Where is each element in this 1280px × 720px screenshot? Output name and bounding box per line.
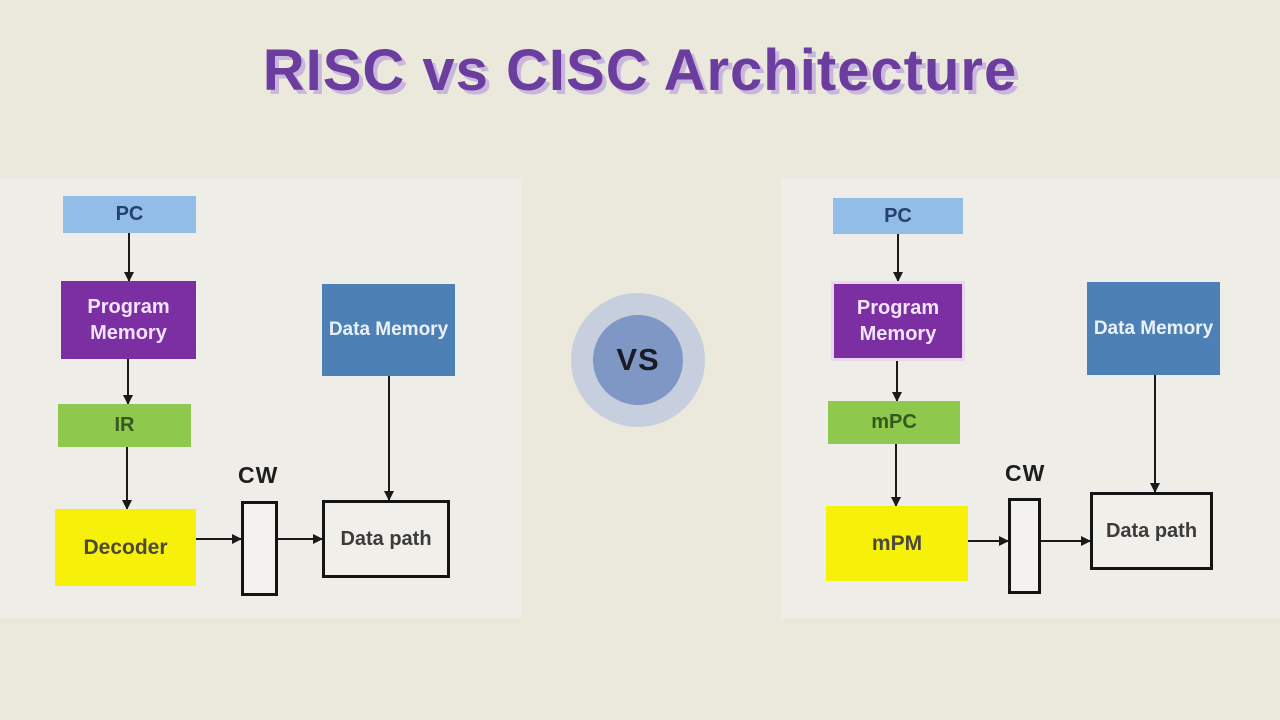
cisc-arrow-cw-to-data-path [1041,540,1090,542]
vs-label: VS [616,342,660,377]
cisc-program-memory-box: Program Memory [831,281,965,361]
cisc-arrow-data-memory-to-data-path [1154,375,1156,492]
risc-data-path-box: Data path [322,500,450,578]
risc-arrow-pc-to-program-memory [128,233,130,281]
risc-pc-box: PC [63,196,196,233]
risc-arrow-data-memory-to-data-path [388,376,390,500]
vs-badge-inner: VS [593,315,683,405]
cisc-arrow-mpc-to-mpm [895,444,897,506]
vs-badge: VS [571,293,705,427]
cisc-arrow-program-memory-to-mpc [896,361,898,401]
cisc-mpc-box: mPC [828,401,960,444]
cisc-cw-label: CW [1005,460,1046,486]
risc-arrow-decoder-to-cw [196,538,241,540]
cisc-arrow-mpm-to-cw [968,540,1008,542]
risc-cw-box [241,501,278,596]
risc-program-memory-box: Program Memory [61,281,196,359]
cisc-data-memory-box: Data Memory [1087,282,1220,375]
risc-cw-label: CW [238,462,279,488]
cisc-data-path-box: Data path [1090,492,1213,570]
cisc-cw-box [1008,498,1041,594]
risc-arrow-program-memory-to-ir [127,359,129,404]
page-title: RISC vs CISC Architecture [262,38,1018,103]
risc-ir-box: IR [58,404,191,447]
risc-decoder-box: Decoder [55,509,196,586]
risc-arrow-cw-to-data-path [278,538,322,540]
risc-arrow-ir-to-decoder [126,447,128,509]
risc-data-memory-box: Data Memory [322,284,455,376]
cisc-arrow-pc-to-program-memory [897,234,899,281]
cisc-mpm-box: mPM [826,506,968,581]
cisc-pc-box: PC [833,198,963,234]
